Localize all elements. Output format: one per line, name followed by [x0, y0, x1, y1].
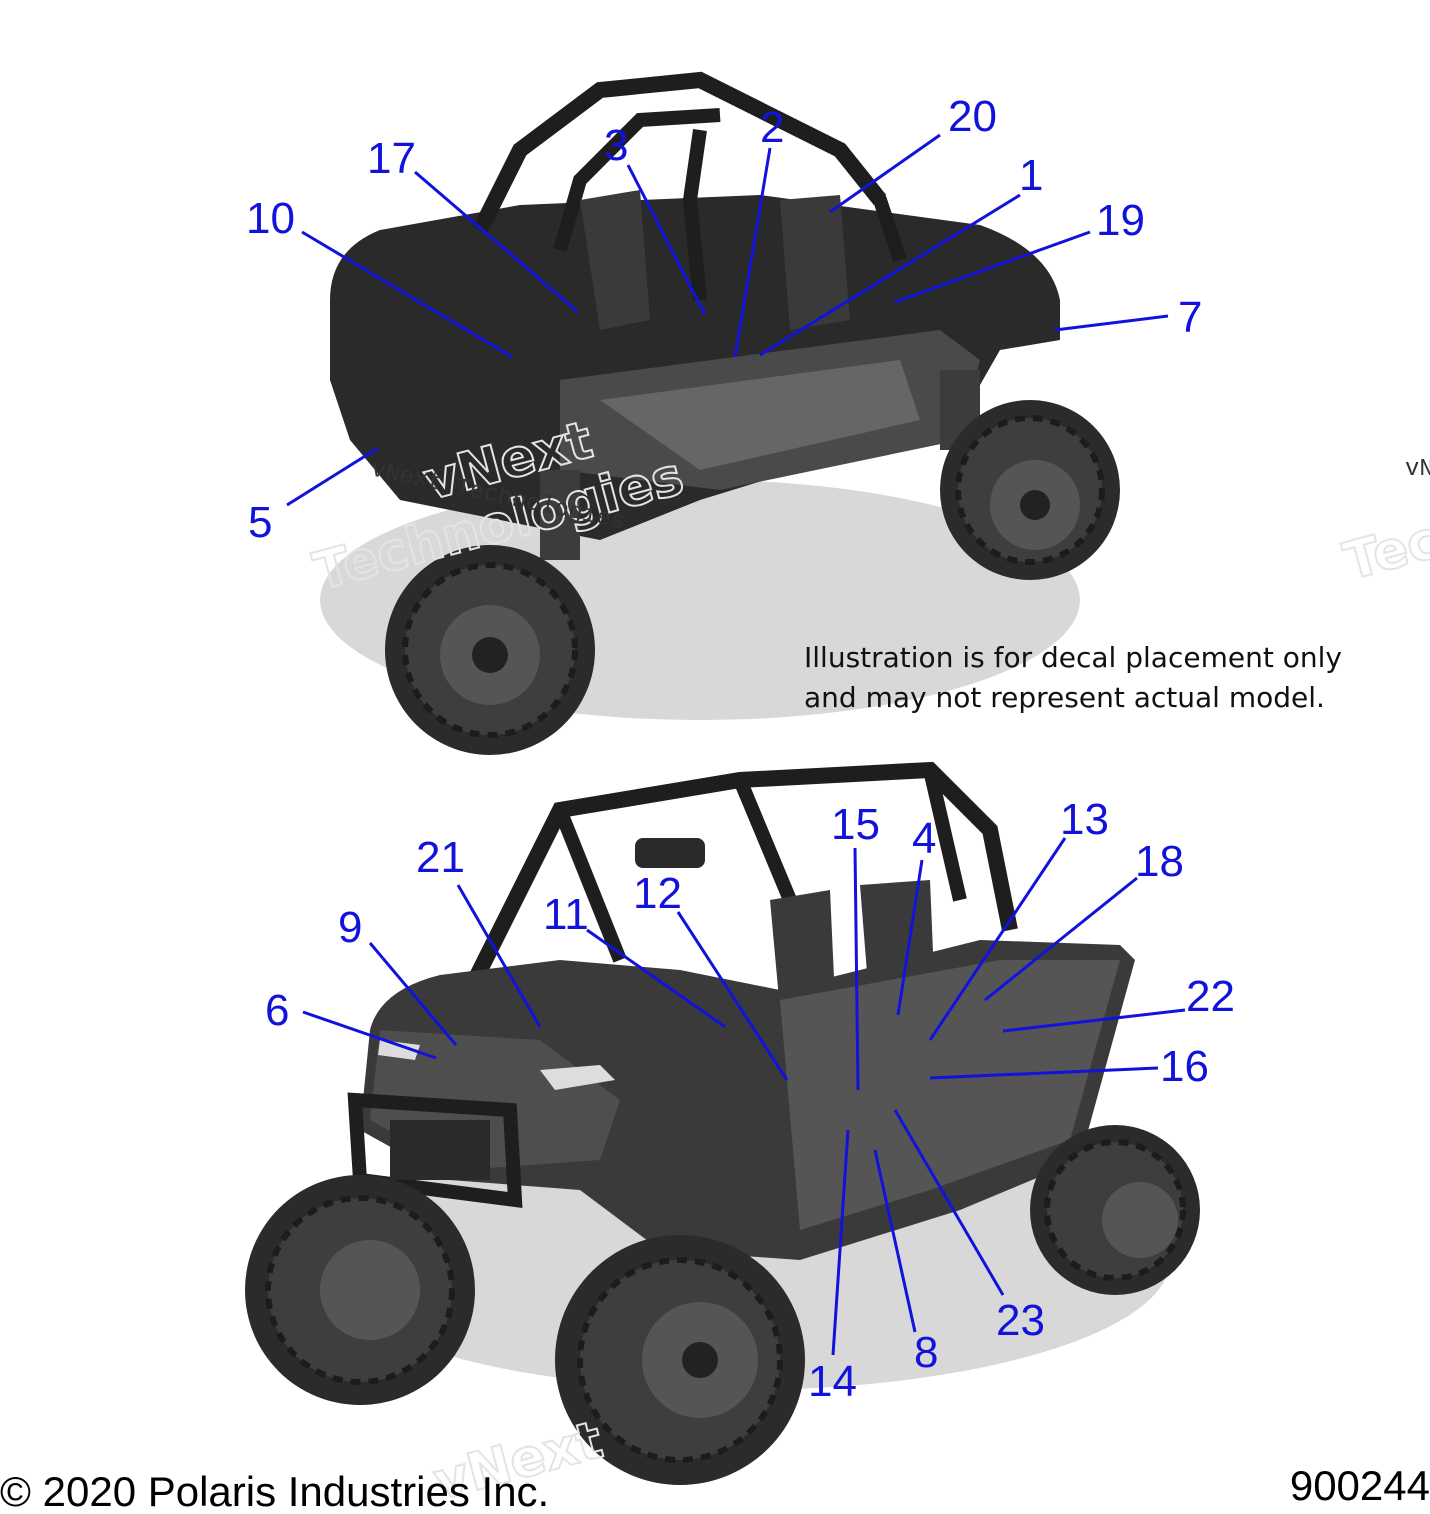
- footer: © 2020 Polaris Industries Inc. 900244: [0, 1462, 1430, 1514]
- callout-6: 6: [265, 986, 289, 1035]
- note-line-2: and may not represent actual model.: [804, 681, 1325, 714]
- rear-view-mirror: [635, 838, 705, 868]
- callout-1: 1: [1019, 151, 1043, 200]
- front-vehicle-illustration: [245, 761, 1200, 1485]
- note-line-1: Illustration is for decal placement only: [804, 641, 1342, 674]
- callout-9: 9: [338, 903, 362, 952]
- callout-7: 7: [1178, 293, 1202, 342]
- callout-5: 5: [248, 498, 272, 547]
- watermark-small-right: vNext Technologies: [1405, 456, 1430, 483]
- callout-12: 12: [633, 869, 682, 918]
- callout-10: 10: [246, 194, 295, 243]
- callout-21: 21: [416, 833, 465, 882]
- callout-19: 19: [1096, 196, 1145, 245]
- callout-3: 3: [604, 121, 628, 170]
- callout-numbers: 1 2 3 4 5 6 7 8 9 10 11 12 13 14 15 16 1…: [246, 92, 1235, 1406]
- copyright-text: © 2020 Polaris Industries Inc.: [0, 1468, 549, 1514]
- figure-number: 900244: [1290, 1462, 1430, 1509]
- callout-23: 23: [996, 1296, 1045, 1345]
- callout-18: 18: [1135, 837, 1184, 886]
- callout-22: 22: [1186, 972, 1235, 1021]
- leader-lines: [286, 133, 1186, 1356]
- callout-16: 16: [1160, 1042, 1209, 1091]
- callout-8: 8: [914, 1328, 938, 1377]
- callout-15: 15: [831, 800, 880, 849]
- callout-4: 4: [912, 814, 936, 863]
- callout-13: 13: [1060, 795, 1109, 844]
- callout-17: 17: [367, 134, 416, 183]
- callout-14: 14: [808, 1357, 857, 1406]
- callout-20: 20: [948, 92, 997, 141]
- placement-note: Illustration is for decal placement only…: [804, 641, 1342, 714]
- callout-2: 2: [760, 103, 784, 152]
- callout-11: 11: [543, 890, 589, 939]
